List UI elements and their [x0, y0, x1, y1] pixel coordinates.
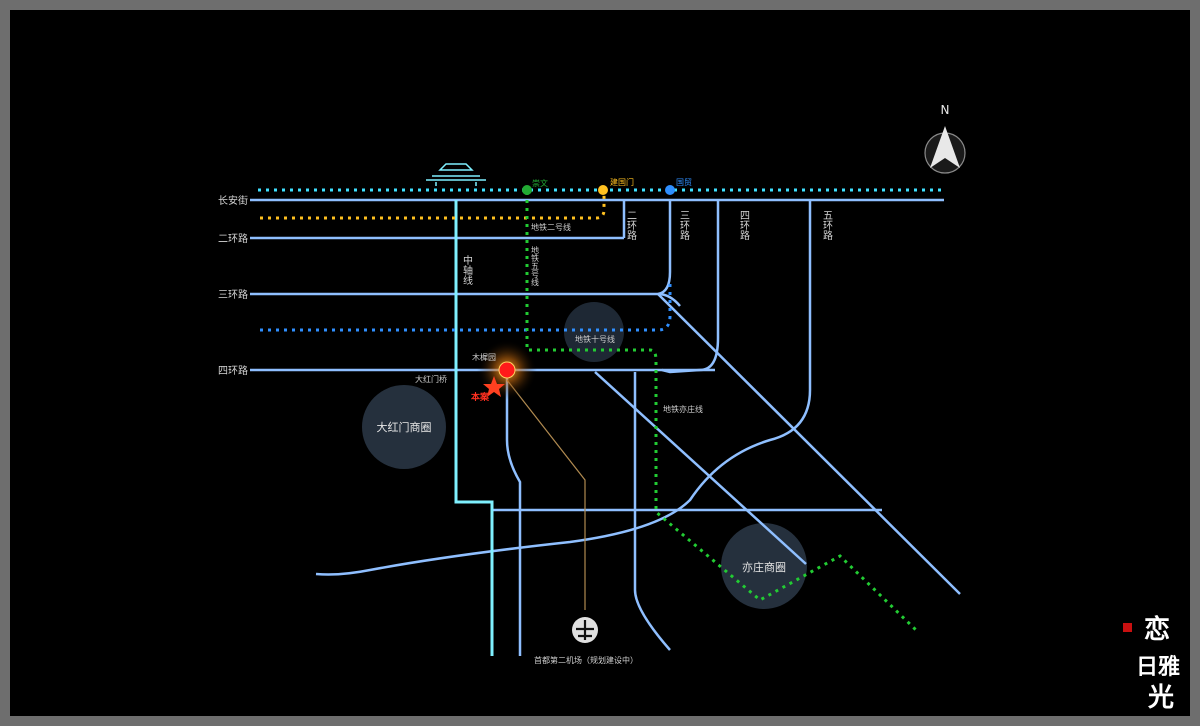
airport-expressway — [505, 370, 522, 656]
road-label-ring3: 三环路 — [218, 288, 248, 301]
brand-char-2: 日雅 — [1136, 654, 1180, 680]
road-label-ring2-v: 二环路 — [625, 210, 637, 241]
metro-label-yizhuang: 地铁亦庄线 — [663, 404, 703, 414]
bridge-label-dahongmen: 大红门桥 — [415, 374, 447, 384]
brand-char-3: 光 — [1147, 683, 1174, 713]
central-axis-line — [454, 200, 494, 656]
map-canvas: N 长安街 二环路 三环路 四环路 二环路 三环路 四环路 五环路 中轴线 地铁… — [10, 10, 1190, 716]
station-dot-guomao — [665, 185, 675, 195]
project-star-icon — [483, 376, 505, 397]
road-label-ring5-v: 五环路 — [821, 210, 833, 241]
station-label-chongwen: 崇文 — [532, 178, 548, 188]
ring3-road-h — [250, 292, 681, 307]
bridge-label-muxiyuan: 木樨园 — [472, 352, 496, 362]
brand-seal — [1123, 623, 1132, 632]
dahongmen-district-circle — [362, 385, 446, 469]
brand-char-1: 恋 — [1144, 614, 1170, 645]
airport-label: 首都第二机场（规划建设中） — [534, 655, 638, 665]
station-dot-jianguomen — [598, 185, 608, 195]
tiananmen-icon — [426, 163, 486, 186]
station-label-jianguomen: 建国门 — [610, 177, 634, 187]
ring5-road-v — [315, 200, 812, 576]
metro-line2 — [260, 192, 606, 220]
central-axis-label: 中轴线 — [461, 254, 473, 285]
station-label-guomao: 国贸 — [676, 177, 692, 187]
jingjin-expressway — [657, 293, 961, 595]
south-road-v — [633, 372, 671, 651]
road-label-ring3-v: 三环路 — [678, 210, 690, 241]
ring4-road-v — [661, 200, 720, 374]
metro-label-line5: 地铁五号线 — [531, 245, 540, 286]
city-map: N 长安街 二环路 三环路 四环路 二环路 三环路 四环路 五环路 中轴线 地铁… — [218, 103, 1180, 713]
north-label: N — [941, 103, 950, 117]
station-dot-chongwen — [522, 185, 532, 195]
north-arrow-icon — [930, 126, 960, 168]
district-label-dahongmen: 大红门商圈 — [377, 420, 432, 434]
metro-label-line10: 地铁十号线 — [575, 334, 615, 344]
road-label-ring2: 二环路 — [218, 232, 248, 245]
airport-link-line — [506, 379, 586, 610]
metro-line10 — [260, 284, 672, 332]
line10-circle — [564, 302, 624, 362]
metro-line5 — [525, 192, 918, 632]
plane-icon — [576, 620, 594, 640]
yizhuang-road — [594, 371, 807, 565]
metro-label-line2: 地铁二号线 — [531, 222, 571, 232]
project-label: 本案 — [471, 391, 490, 403]
ring3-road-v — [657, 200, 672, 296]
road-label-ring4: 四环路 — [218, 364, 248, 377]
district-label-yizhuang: 亦庄商圈 — [742, 560, 786, 574]
brand-logo: 恋 日雅 光 — [1136, 614, 1180, 713]
road-label-changan: 长安街 — [218, 194, 248, 207]
road-label-ring4-v: 四环路 — [738, 210, 750, 241]
project-marker — [498, 361, 516, 379]
